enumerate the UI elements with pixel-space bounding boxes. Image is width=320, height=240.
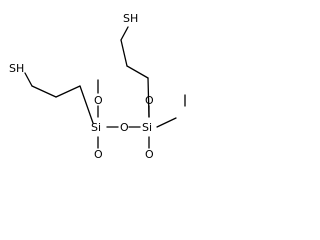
bond-sh-left-c1 [24,72,33,87]
atom-o-bridge: O [120,121,129,134]
structure-svg: SH SH Si O Si O O O O [9,12,186,159]
bond-right-c2-c1 [120,39,128,67]
bond-right-c3-c2 [126,65,149,79]
bond-si-right-c3 [147,77,150,118]
atom-o-right-bottom: O [145,148,154,159]
bond-right-c1-sh [120,26,129,41]
atom-o-right-top: O [145,94,154,107]
molecule-diagram: SH SH Si O Si O O O O [0,0,202,159]
bond-left-c2-c3 [55,85,81,98]
bond-si-right-o-right [156,117,177,128]
bond-left-c1-c2 [31,85,57,98]
atom-sh-left: SH [9,62,24,75]
atom-sh-right: SH [123,12,138,25]
atom-o-left-bottom: O [94,148,103,159]
atom-si-left: Si [91,121,101,134]
atom-o-left-top: O [94,94,103,107]
atom-si-right: Si [142,121,152,134]
bond-left-c3-si [79,85,94,124]
